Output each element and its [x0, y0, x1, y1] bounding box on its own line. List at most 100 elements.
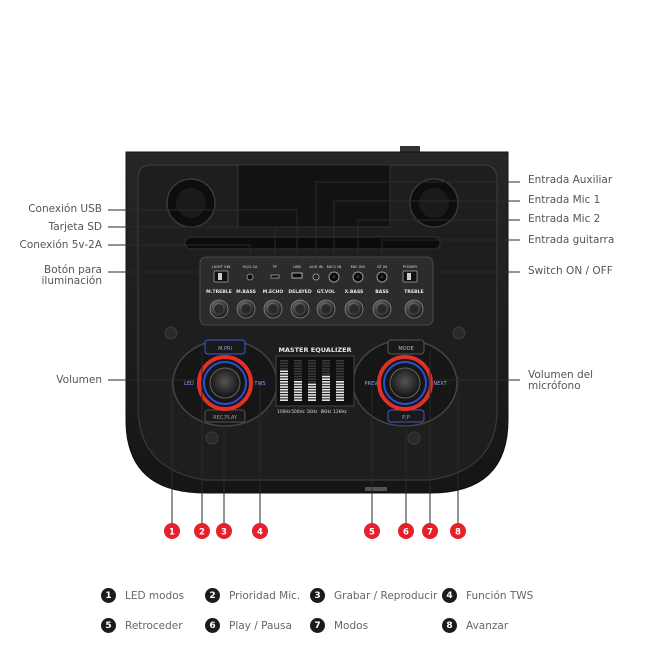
port-label: POWER	[403, 264, 417, 269]
eq-segment	[308, 370, 316, 373]
screw	[452, 326, 466, 340]
eq-segment	[280, 362, 288, 365]
right-wheel-left-label: PREV	[364, 381, 378, 387]
eq-segment	[308, 396, 316, 399]
eq-band-label: 500Hz	[291, 409, 305, 414]
port-label: LIGHT SW	[212, 264, 231, 269]
legend-number: 5	[101, 618, 116, 633]
legend-label: Retroceder	[125, 619, 183, 632]
eq-segment	[294, 386, 302, 388]
eq-segment	[280, 383, 288, 386]
port-label: TF	[272, 264, 278, 269]
port-label: MIC IN2	[351, 264, 366, 269]
eq-segment	[336, 396, 344, 399]
number-marker	[252, 523, 268, 539]
eq-segment	[294, 373, 302, 375]
volume-knob[interactable]	[209, 367, 241, 399]
eq-segment	[322, 394, 330, 396]
eq-segment	[280, 399, 288, 401]
callout-guitar: Entrada guitarra	[528, 234, 615, 246]
port-label: GT IN	[377, 264, 387, 269]
eq-segment	[308, 386, 316, 388]
eq-segment	[294, 394, 302, 396]
eq-band-label: 1KHz	[307, 409, 319, 414]
eq-segment	[294, 396, 302, 399]
jack-center	[314, 275, 318, 279]
eq-segment	[294, 391, 302, 394]
eq-segment	[336, 365, 344, 367]
knob-cap	[376, 303, 388, 315]
bottom-strip	[365, 487, 387, 491]
number-marker-label: 7	[427, 528, 433, 538]
callout-light: Botón para iluminación	[42, 265, 103, 287]
eq-segment	[322, 381, 330, 383]
callout-mic2: Entrada Mic 2	[528, 213, 601, 225]
number-marker-label: 4	[257, 528, 263, 538]
eq-segment	[336, 381, 344, 383]
knob-cap	[213, 303, 225, 315]
eq-segment	[322, 375, 330, 378]
knob-cap	[408, 303, 420, 315]
knob-cap	[320, 303, 332, 315]
eq-segment	[308, 375, 316, 378]
eq-segment	[322, 378, 330, 380]
eq-segment	[322, 360, 330, 362]
knob-cap	[240, 303, 252, 315]
legend-label: Avanzar	[466, 619, 509, 632]
callout-mic-volume-line2: micrófono	[528, 380, 581, 392]
knob-label: BASS	[375, 289, 388, 295]
legend-number: 1	[101, 588, 116, 603]
eq-segment	[308, 381, 316, 383]
eq-segment	[336, 388, 344, 391]
dc-jack[interactable]	[246, 273, 254, 281]
eq-segment	[294, 383, 302, 386]
eq-segment	[294, 370, 302, 373]
number-marker-label: 6	[403, 528, 409, 538]
switch-rocker	[218, 273, 222, 280]
legend-label: Función TWS	[466, 589, 534, 602]
eq-segment	[308, 388, 316, 391]
top-recess	[237, 164, 391, 228]
jack-center	[356, 275, 360, 279]
eq-band-label: 12KHz	[333, 409, 347, 414]
eq-segment	[322, 362, 330, 365]
leader-lines	[108, 181, 520, 528]
screw	[205, 431, 219, 445]
number-marker	[398, 523, 414, 539]
eq-segment	[294, 399, 302, 401]
mic-volume-knob[interactable]	[389, 367, 421, 399]
eq-segment	[336, 386, 344, 388]
legend-number: 6	[205, 618, 220, 633]
callout-mic1: Entrada Mic 1	[528, 194, 601, 206]
eq-segment	[308, 373, 316, 375]
port-label: 5V/2.2A	[243, 264, 258, 269]
port-label: AUX IN	[309, 264, 322, 269]
sd-slot[interactable]	[270, 274, 280, 279]
knob-cap	[348, 303, 360, 315]
eq-band-label: 8KHz	[321, 409, 333, 414]
eq-segment	[280, 370, 288, 373]
eq-segment	[294, 378, 302, 380]
eq-segment	[336, 383, 344, 386]
eq-band-label: 100Hz	[277, 409, 291, 414]
eq-segment	[336, 367, 344, 370]
number-marker	[364, 523, 380, 539]
screw	[407, 431, 421, 445]
switch-rocker	[407, 273, 411, 280]
eq-title: MASTER EQUALIZER	[278, 346, 351, 354]
knob-label: M.ECHO	[263, 289, 284, 295]
usb-port[interactable]	[291, 272, 303, 279]
eq-segment	[336, 391, 344, 394]
eq-segment	[336, 399, 344, 401]
eq-segment	[280, 391, 288, 394]
eq-segment	[294, 367, 302, 370]
eq-segment	[280, 396, 288, 399]
eq-segment	[308, 378, 316, 380]
knob-label: TREBLE	[404, 289, 423, 295]
knob-label: GT.VOL	[317, 289, 335, 295]
knob-cap	[294, 303, 306, 315]
eq-segment	[280, 365, 288, 367]
